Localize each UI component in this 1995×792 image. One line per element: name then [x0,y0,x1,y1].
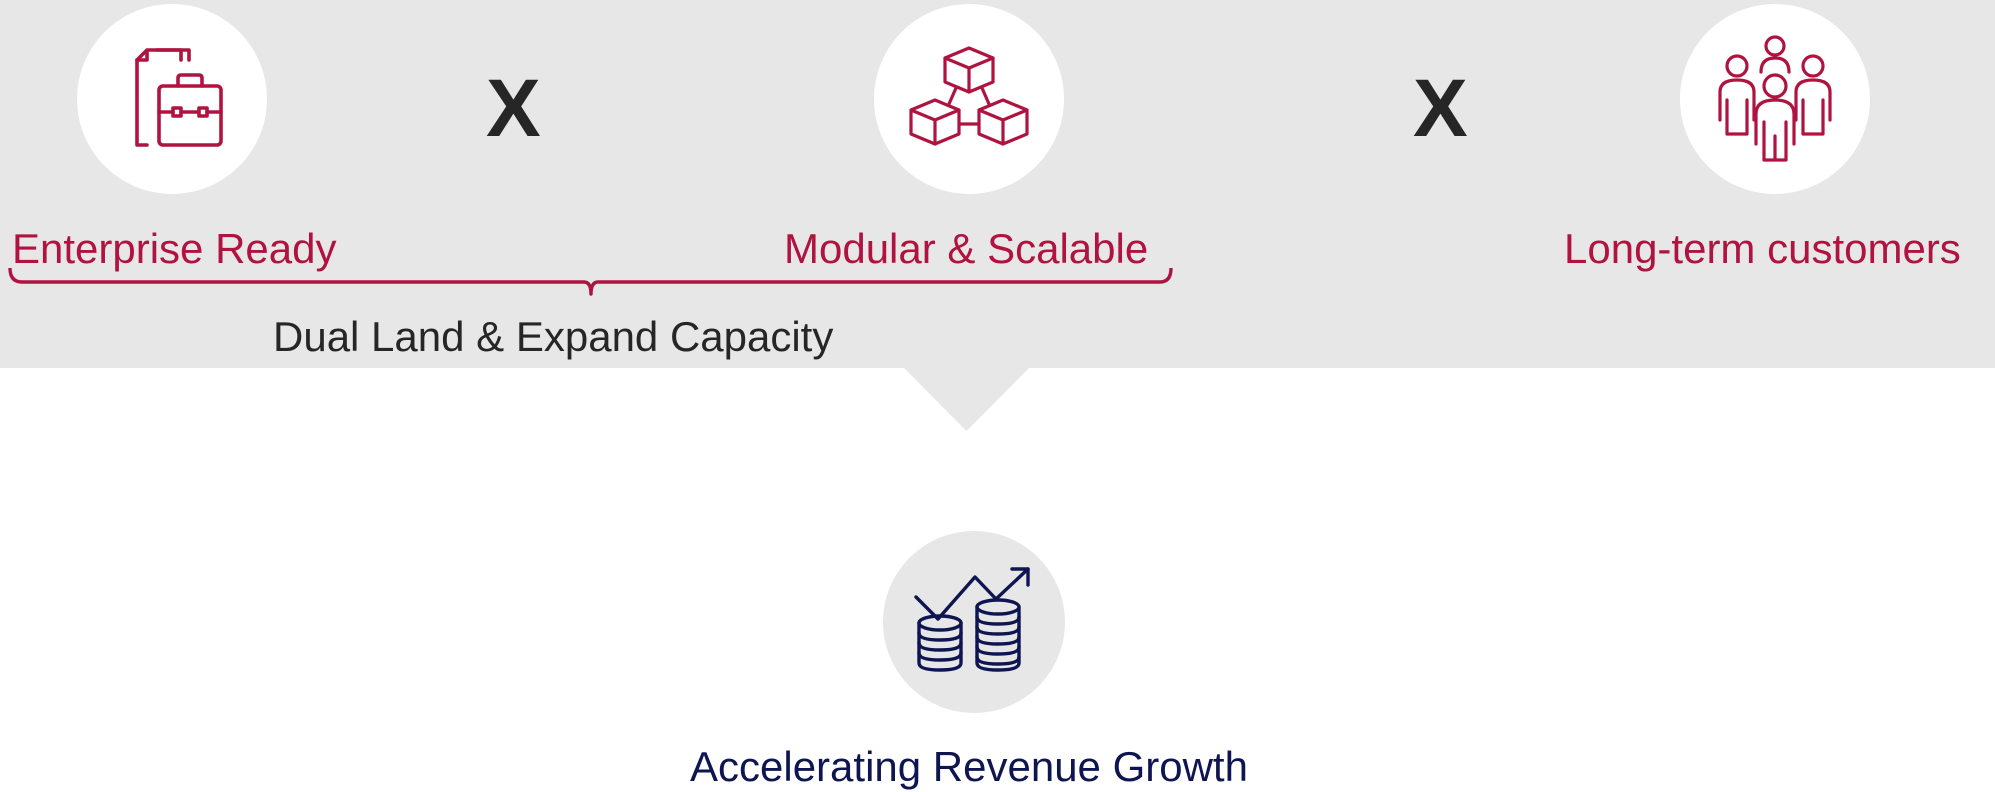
bracket-label: Dual Land & Expand Capacity [273,313,834,360]
people-group-icon [1718,35,1832,162]
pillar-enterprise-label: Enterprise Ready [12,225,337,272]
pillar-enterprise-circle [77,4,267,194]
multiply-operator-2: X [1413,63,1468,154]
pillar-customers-label: Long-term customers [1564,225,1961,272]
multiply-operator-1: X [486,63,541,154]
briefcase-document-icon [135,48,223,147]
pillar-modular-circle [874,4,1064,194]
pillar-modular-label: Modular & Scalable [784,225,1149,272]
down-pointer [903,367,1030,431]
grouping-bracket [8,267,1173,296]
result-label: Accelerating Revenue Growth [690,743,1248,790]
pillar-customers-circle [1680,4,1870,194]
connected-cubes-icon [909,46,1029,146]
result-circle [883,531,1065,713]
coins-growth-icon [914,567,1030,672]
